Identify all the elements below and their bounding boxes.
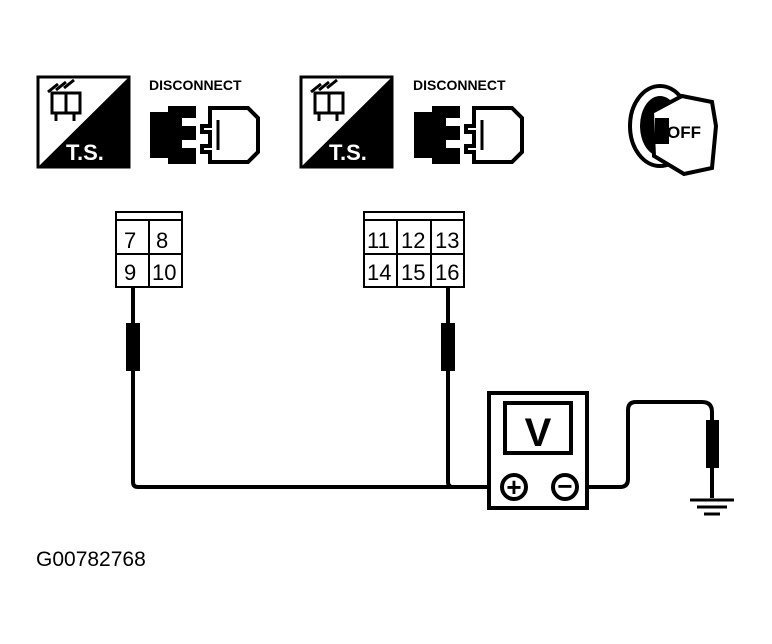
ts-label: T.S. (329, 140, 367, 165)
pin-label: 15 (401, 260, 425, 285)
ts-label: T.S. (66, 140, 104, 165)
pin-label: 14 (367, 260, 391, 285)
probe-tip-right (441, 323, 455, 371)
pin-label: 8 (156, 228, 168, 253)
positive-terminal-label: + (506, 472, 521, 502)
connector-pins-icon (310, 78, 345, 121)
ground-wire (580, 400, 714, 498)
probe-wire-right (446, 287, 454, 489)
terminal-side-icon-2: T.S. (299, 75, 394, 169)
positive-terminal-icon (500, 473, 528, 501)
pin-label: 11 (367, 228, 390, 253)
voltmeter: V + − (487, 391, 589, 510)
meter-mode-label: V (525, 411, 552, 455)
pin-label: 13 (435, 228, 459, 253)
pin-label: 9 (124, 260, 136, 285)
disconnect-label: DISCONNECT (149, 77, 242, 93)
negative-terminal-icon (551, 473, 579, 501)
ignition-off-label: OFF (667, 123, 701, 142)
pin-label: 10 (152, 260, 176, 285)
disconnect-icon-1: DISCONNECT (149, 77, 260, 164)
probe-tip-left (126, 323, 140, 371)
pin-label: 16 (435, 260, 459, 285)
figure-reference: G00782768 (36, 548, 146, 571)
connector-left: 7 8 9 10 (115, 211, 183, 288)
disconnect-icon-2: DISCONNECT (413, 77, 524, 164)
disconnect-label: DISCONNECT (413, 77, 506, 93)
probe-wire-left (131, 287, 496, 489)
connector-pins-icon (47, 78, 82, 121)
pin-label: 12 (401, 228, 425, 253)
negative-terminal-label: − (557, 471, 572, 501)
terminal-side-icon-1: T.S. (36, 75, 131, 169)
connector-right: 11 12 13 14 15 16 (363, 211, 465, 288)
ignition-off-icon: OFF (628, 84, 719, 177)
ground-icon (690, 498, 734, 516)
wires (131, 287, 714, 498)
pin-label: 7 (124, 228, 136, 253)
probe-tip-ground (706, 420, 719, 468)
